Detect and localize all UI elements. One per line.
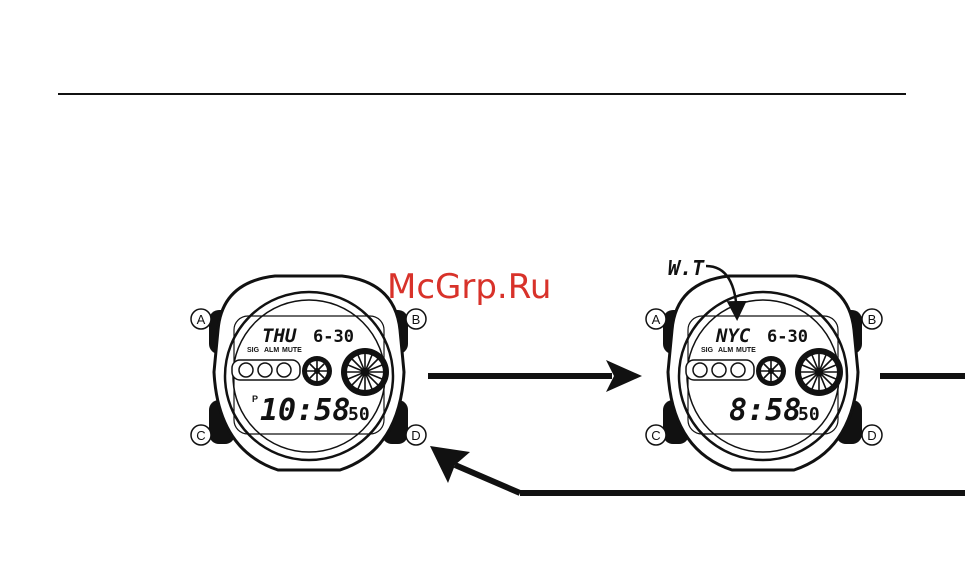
lcd-seconds-2: 50 (798, 404, 820, 425)
button-a-label-2: A (652, 312, 661, 327)
lcd-date-2: 6-30 (767, 327, 808, 347)
indicator-dot-mute (277, 363, 291, 377)
lcd-time-2: 8:58 (729, 393, 801, 428)
indicator-dot-mute-2 (731, 363, 745, 377)
lcd-day: THU (262, 325, 297, 347)
button-a-label: A (197, 312, 206, 327)
indicator-sig-2: SIG (701, 347, 714, 354)
large-gear-icon (341, 348, 389, 396)
small-gear-icon (302, 356, 332, 386)
large-gear-icon-2 (795, 348, 843, 396)
watch-right: NYC 6-30 SIG ALM MUTE 8:58 50 A B C D (646, 276, 882, 470)
lcd-seconds: 50 (348, 404, 370, 425)
indicator-mute-2: MUTE (736, 347, 756, 354)
button-c-label-2: C (651, 428, 660, 443)
button-d-label-2: D (867, 428, 876, 443)
indicator-dot-alm-2 (712, 363, 726, 377)
watermark: McGrp.Ru (387, 267, 551, 307)
lcd-date: 6-30 (313, 327, 354, 347)
indicator-dot-sig (239, 363, 253, 377)
lcd-city: NYC (715, 325, 751, 347)
indicator-alm: ALM (264, 347, 279, 354)
small-gear-icon-2 (756, 356, 786, 386)
button-c-label: C (196, 428, 205, 443)
callout-label: W.T (668, 256, 705, 280)
indicator-dot-sig-2 (693, 363, 707, 377)
indicator-alm-2: ALM (718, 347, 733, 354)
button-b-label-2: B (868, 312, 877, 327)
button-d-label: D (411, 428, 420, 443)
lcd-time: 10:58 (260, 393, 350, 428)
indicator-dot-alm (258, 363, 272, 377)
arrow-to-right-watch (428, 360, 642, 392)
indicator-mute: MUTE (282, 347, 302, 354)
lcd-pm-marker: P (252, 394, 258, 404)
return-arrow (430, 446, 965, 493)
button-b-label: B (412, 312, 421, 327)
indicator-sig: SIG (247, 347, 260, 354)
